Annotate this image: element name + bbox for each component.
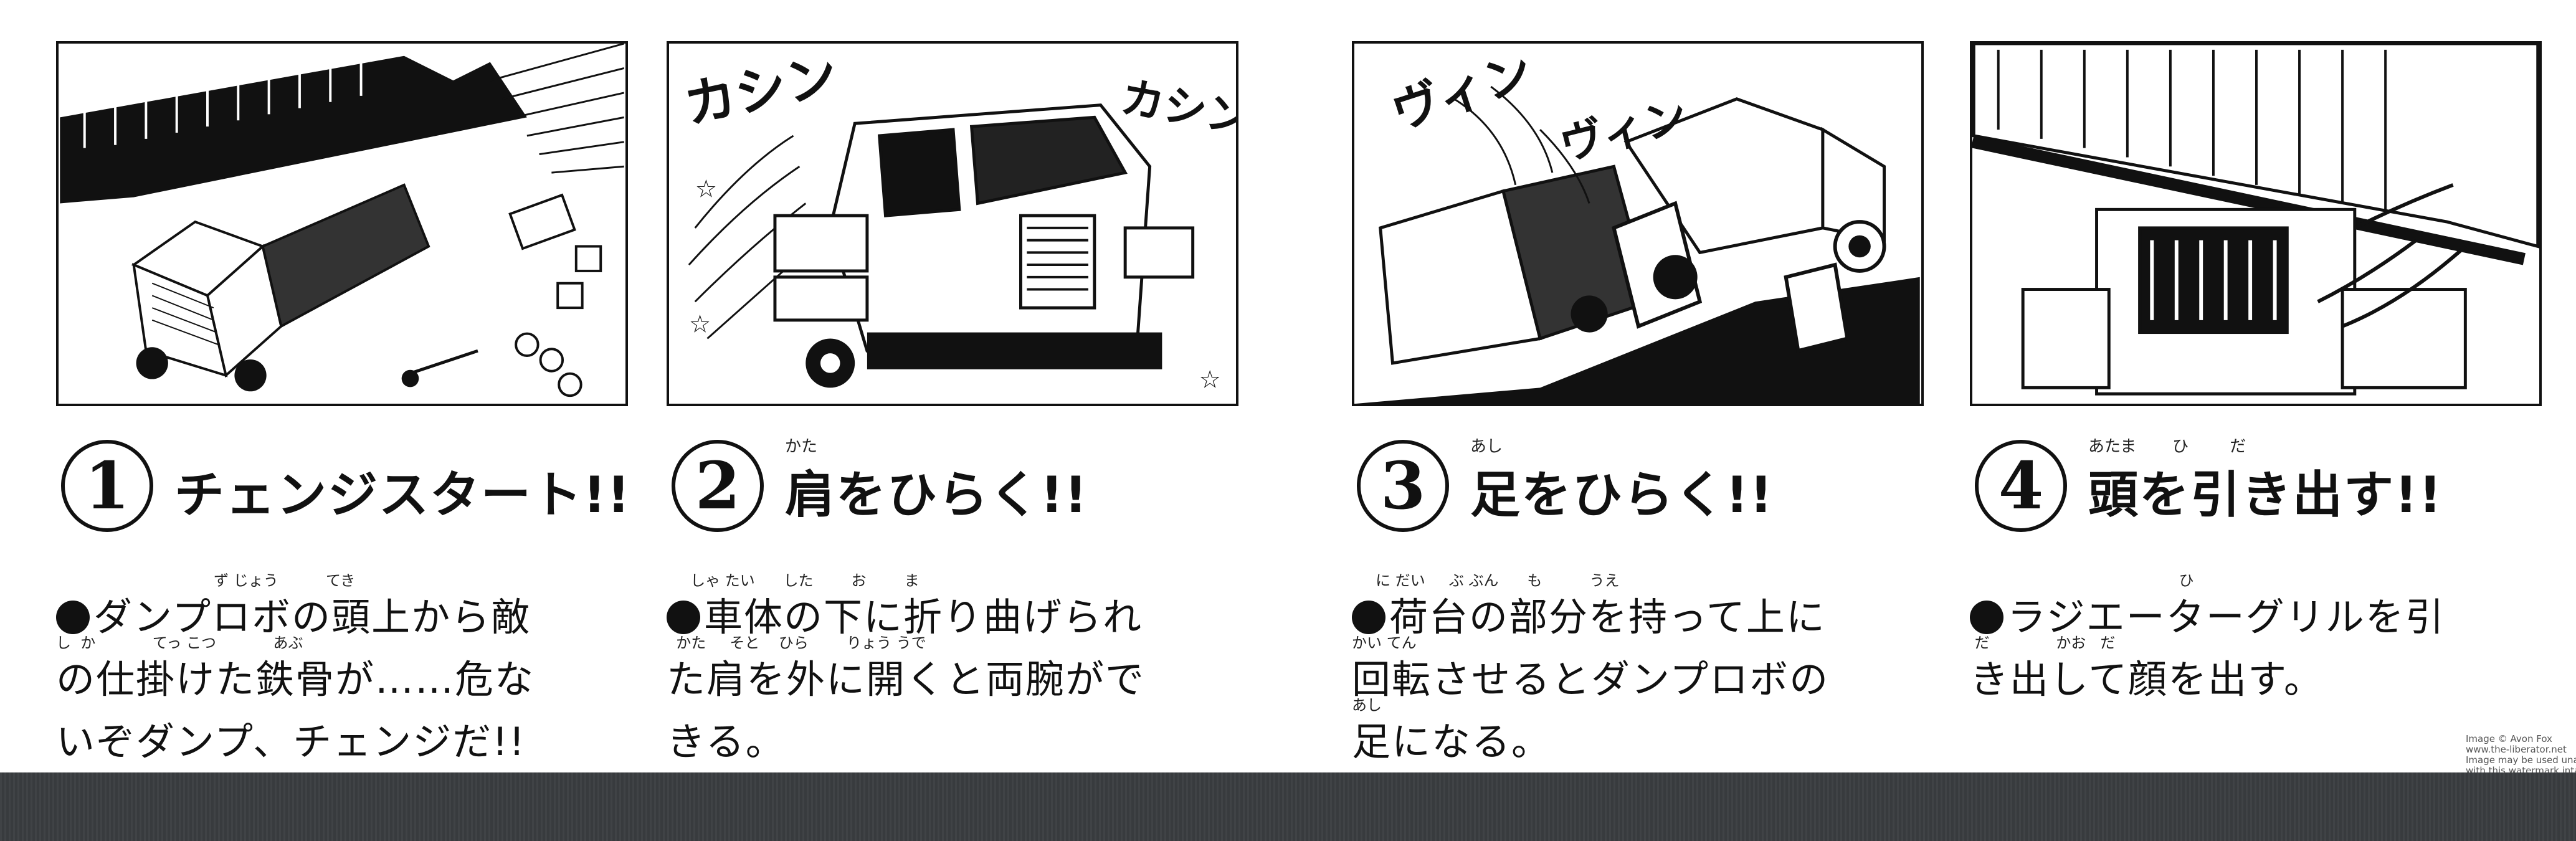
step-4-line-2: だ かお だ き出して顔を出す。 xyxy=(1970,630,2549,702)
step-4-title-ruby: あたま ひ だ xyxy=(2088,437,2246,456)
step-4-line-2-ruby: だ かお だ xyxy=(1970,634,2116,652)
step-4-title: あたま ひ だ 頭を引き出す!! xyxy=(2088,437,2443,527)
step-3-title-ruby: あし xyxy=(1470,437,1503,456)
step-2-line-1-ruby: しゃ たい した お ま xyxy=(667,572,920,589)
step-2-title-ruby: かた xyxy=(785,437,818,456)
step-2-description: しゃ たい した お ま 車体の下に折り曲げられ かた そと ひら りょう うで… xyxy=(667,568,1246,764)
step-2-line-2: かた そと ひら りょう うで た肩を外に開くと両腕がで xyxy=(667,630,1246,702)
step-2-heading: 2 かた 肩をひらく!! xyxy=(672,436,1088,536)
step-1-line-1-text: ダンプロボの頭上から敵 xyxy=(93,594,531,640)
step-4-illustration xyxy=(1970,41,2542,406)
credit-line-1: Image © Avon Fox xyxy=(2466,733,2552,744)
step-1-line-1: ず じょう てき ダンプロボの頭上から敵 xyxy=(56,568,635,640)
step-1-line-1-ruby: ず じょう てき xyxy=(100,572,356,589)
step-3-number-circle: 3 xyxy=(1357,440,1449,532)
step-3-line-1-text: 荷台の部分を持って上に xyxy=(1389,594,1826,640)
step-1-line-3-text: いぞダンプ、チェンジだ!! xyxy=(56,719,526,764)
step-3: ヴィン ヴィン 3 あし 足をひらく!! に だい ぶ ぶん も うえ 荷台の部… xyxy=(1352,0,1937,772)
truck-legs-opening-illustration: ヴィン ヴィン xyxy=(1356,44,1920,404)
step-4-line-2-text: き出して顔を出す。 xyxy=(1970,657,2324,702)
step-2-title: かた 肩をひらく!! xyxy=(785,437,1088,527)
step-1-description: ず じょう てき ダンプロボの頭上から敵 し か てっ こつ あぶ の仕掛けた鉄… xyxy=(56,568,635,764)
step-2-line-2-ruby: かた そと ひら りょう うで xyxy=(667,634,926,652)
svg-text:☆: ☆ xyxy=(695,175,717,204)
step-2-line-3-text: きる。 xyxy=(667,719,786,764)
step-3-line-1: に だい ぶ ぶん も うえ 荷台の部分を持って上に xyxy=(1352,568,1931,640)
step-3-line-2-text: 回転させるとダンプロボの xyxy=(1352,657,1830,702)
step-2-line-1-text: 車体の下に折り曲げられ xyxy=(704,594,1143,640)
bullet-icon xyxy=(56,601,90,634)
step-1-line-2-ruby: し か てっ こつ あぶ xyxy=(56,634,303,652)
step-2-number-circle: 2 xyxy=(672,440,764,532)
step-1-line-2-text: の仕掛けた鉄骨が……危な xyxy=(56,657,535,702)
step-4: 4 あたま ひ だ 頭を引き出す!! ひ ラジエーターグリルを引 だ かお だ … xyxy=(1970,0,2555,772)
step-4-heading: 4 あたま ひ だ 頭を引き出す!! xyxy=(1975,436,2443,536)
bottom-dark-band xyxy=(0,772,2576,841)
step-2-illustration: カシン カシン ☆ ☆ ☆ xyxy=(667,41,1238,406)
step-1-title-text: チェンジスタート!! xyxy=(174,466,631,524)
step-3-description: に だい ぶ ぶん も うえ 荷台の部分を持って上に かい てん 回転させるとダ… xyxy=(1352,568,1931,764)
step-4-line-1-text: ラジエーターグリルを引 xyxy=(2007,594,2445,640)
step-1-title: チェンジスタート!! xyxy=(174,455,631,527)
step-1-heading: 1 チェンジスタート!! xyxy=(61,436,631,536)
credit-line-3: Image may be used unaltered xyxy=(2466,754,2576,766)
step-4-title-text: 頭を引き出す!! xyxy=(2088,466,2443,524)
robot-head-pull-out-illustration xyxy=(1972,44,2539,404)
svg-text:☆: ☆ xyxy=(689,310,711,339)
step-3-title: あし 足をひらく!! xyxy=(1470,437,1774,527)
truck-shoulder-opening-illustration: カシン カシン ☆ ☆ ☆ xyxy=(670,44,1236,404)
step-3-heading: 3 あし 足をひらく!! xyxy=(1357,436,1774,536)
step-2-line-1: しゃ たい した お ま 車体の下に折り曲げられ xyxy=(667,568,1246,640)
step-3-line-2: かい てん 回転させるとダンプロボの xyxy=(1352,630,1931,702)
svg-text:☆: ☆ xyxy=(1199,365,1221,394)
step-3-line-1-ruby: に だい ぶ ぶん も うえ xyxy=(1352,572,1620,589)
dump-truck-steel-beam-illustration xyxy=(60,44,625,404)
credit-line-2: www.the-liberator.net xyxy=(2466,744,2567,755)
step-3-title-text: 足をひらく!! xyxy=(1470,466,1774,524)
image-credit-watermark: Image © Avon Fox www.the-liberator.net I… xyxy=(2466,734,2576,776)
step-4-description: ひ ラジエーターグリルを引 だ かお だ き出して顔を出す。 xyxy=(1970,568,2549,702)
step-1-number-circle: 1 xyxy=(61,440,153,532)
step-1-line-3: いぞダンプ、チェンジだ!! xyxy=(56,693,635,764)
step-2-line-2-text: た肩を外に開くと両腕がで xyxy=(667,657,1146,702)
step-2: カシン カシン ☆ ☆ ☆ 2 かた 肩をひらく!! しゃ たい した お ま … xyxy=(667,0,1252,772)
step-1: 1 チェンジスタート!! ず じょう てき ダンプロボの頭上から敵 し か てっ… xyxy=(56,0,642,772)
bullet-icon xyxy=(1970,601,2003,634)
step-3-line-3-text: 足になる。 xyxy=(1352,719,1552,764)
bullet-icon xyxy=(1352,601,1385,634)
step-3-line-3: あし 足になる。 xyxy=(1352,693,1931,764)
step-3-line-3-ruby: あし xyxy=(1352,696,1382,714)
step-4-number-circle: 4 xyxy=(1975,440,2067,532)
step-1-line-2: し か てっ こつ あぶ の仕掛けた鉄骨が……危な xyxy=(56,630,635,702)
step-4-line-1-ruby: ひ xyxy=(1970,572,2194,589)
step-3-line-2-ruby: かい てん xyxy=(1352,634,1417,652)
bullet-icon xyxy=(667,601,700,634)
step-2-line-3: きる。 xyxy=(667,693,1246,764)
step-1-illustration xyxy=(56,41,628,406)
step-3-illustration: ヴィン ヴィン xyxy=(1352,41,1924,406)
step-4-line-1: ひ ラジエーターグリルを引 xyxy=(1970,568,2549,640)
step-2-title-text: 肩をひらく!! xyxy=(785,466,1088,524)
